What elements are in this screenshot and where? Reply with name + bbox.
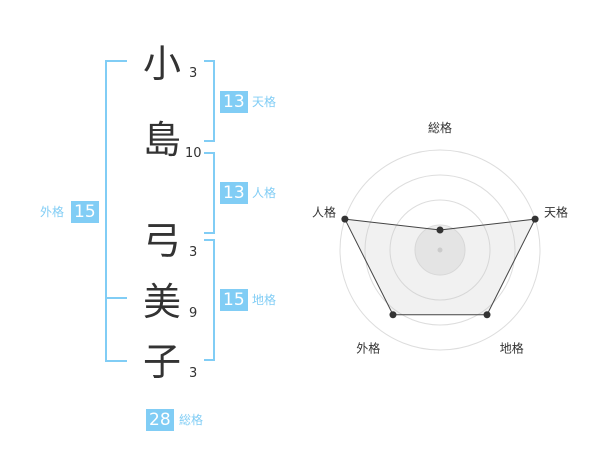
chikaku-label: 地格	[252, 293, 277, 307]
name-char-2: 島	[142, 118, 181, 162]
radar-axis-label-1: 総格	[428, 120, 452, 135]
gaikaku-bracket	[105, 60, 127, 362]
jinkaku-value-badge: 13	[220, 182, 248, 204]
chikaku-bracket	[204, 239, 215, 361]
chikaku-value-badge: 15	[220, 289, 248, 311]
tenkaku-label: 天格	[252, 95, 277, 109]
radar-center-dot	[437, 247, 443, 253]
name-char-5: 子	[142, 340, 181, 384]
radar-axis-label-5: 人格	[312, 204, 336, 219]
stroke-count-3: 3	[189, 245, 198, 260]
stroke-count-4: 9	[189, 306, 198, 321]
gaikaku-bracket-tick	[105, 297, 127, 299]
radar-point-4	[389, 311, 397, 319]
jinkaku-label: 人格	[252, 186, 277, 200]
radar-axis-label-4: 外格	[356, 341, 380, 356]
radar-axis-label-3: 地格	[500, 341, 524, 356]
name-char-3: 弓	[142, 219, 181, 263]
radar-axis-label-2: 天格	[544, 204, 568, 219]
radar-data-polygon	[344, 218, 536, 316]
name-char-1: 小	[142, 42, 181, 86]
stroke-count-5: 3	[189, 366, 198, 381]
radar-point-3	[483, 311, 491, 319]
radar-point-5	[341, 215, 349, 223]
radar-point-1	[436, 226, 444, 234]
soukaku-label: 総格	[179, 413, 204, 427]
gaikaku-value-badge: 15	[71, 201, 99, 223]
soukaku-value-badge: 28	[146, 409, 174, 431]
tenkaku-value-badge: 13	[220, 91, 248, 113]
tenkaku-bracket	[204, 60, 215, 142]
stroke-count-1: 3	[189, 66, 198, 81]
name-char-4: 美	[142, 280, 181, 324]
jinkaku-bracket	[204, 152, 215, 234]
radar-point-2	[531, 215, 539, 223]
stroke-count-2: 10	[185, 146, 202, 161]
gaikaku-label: 外格	[40, 205, 65, 219]
